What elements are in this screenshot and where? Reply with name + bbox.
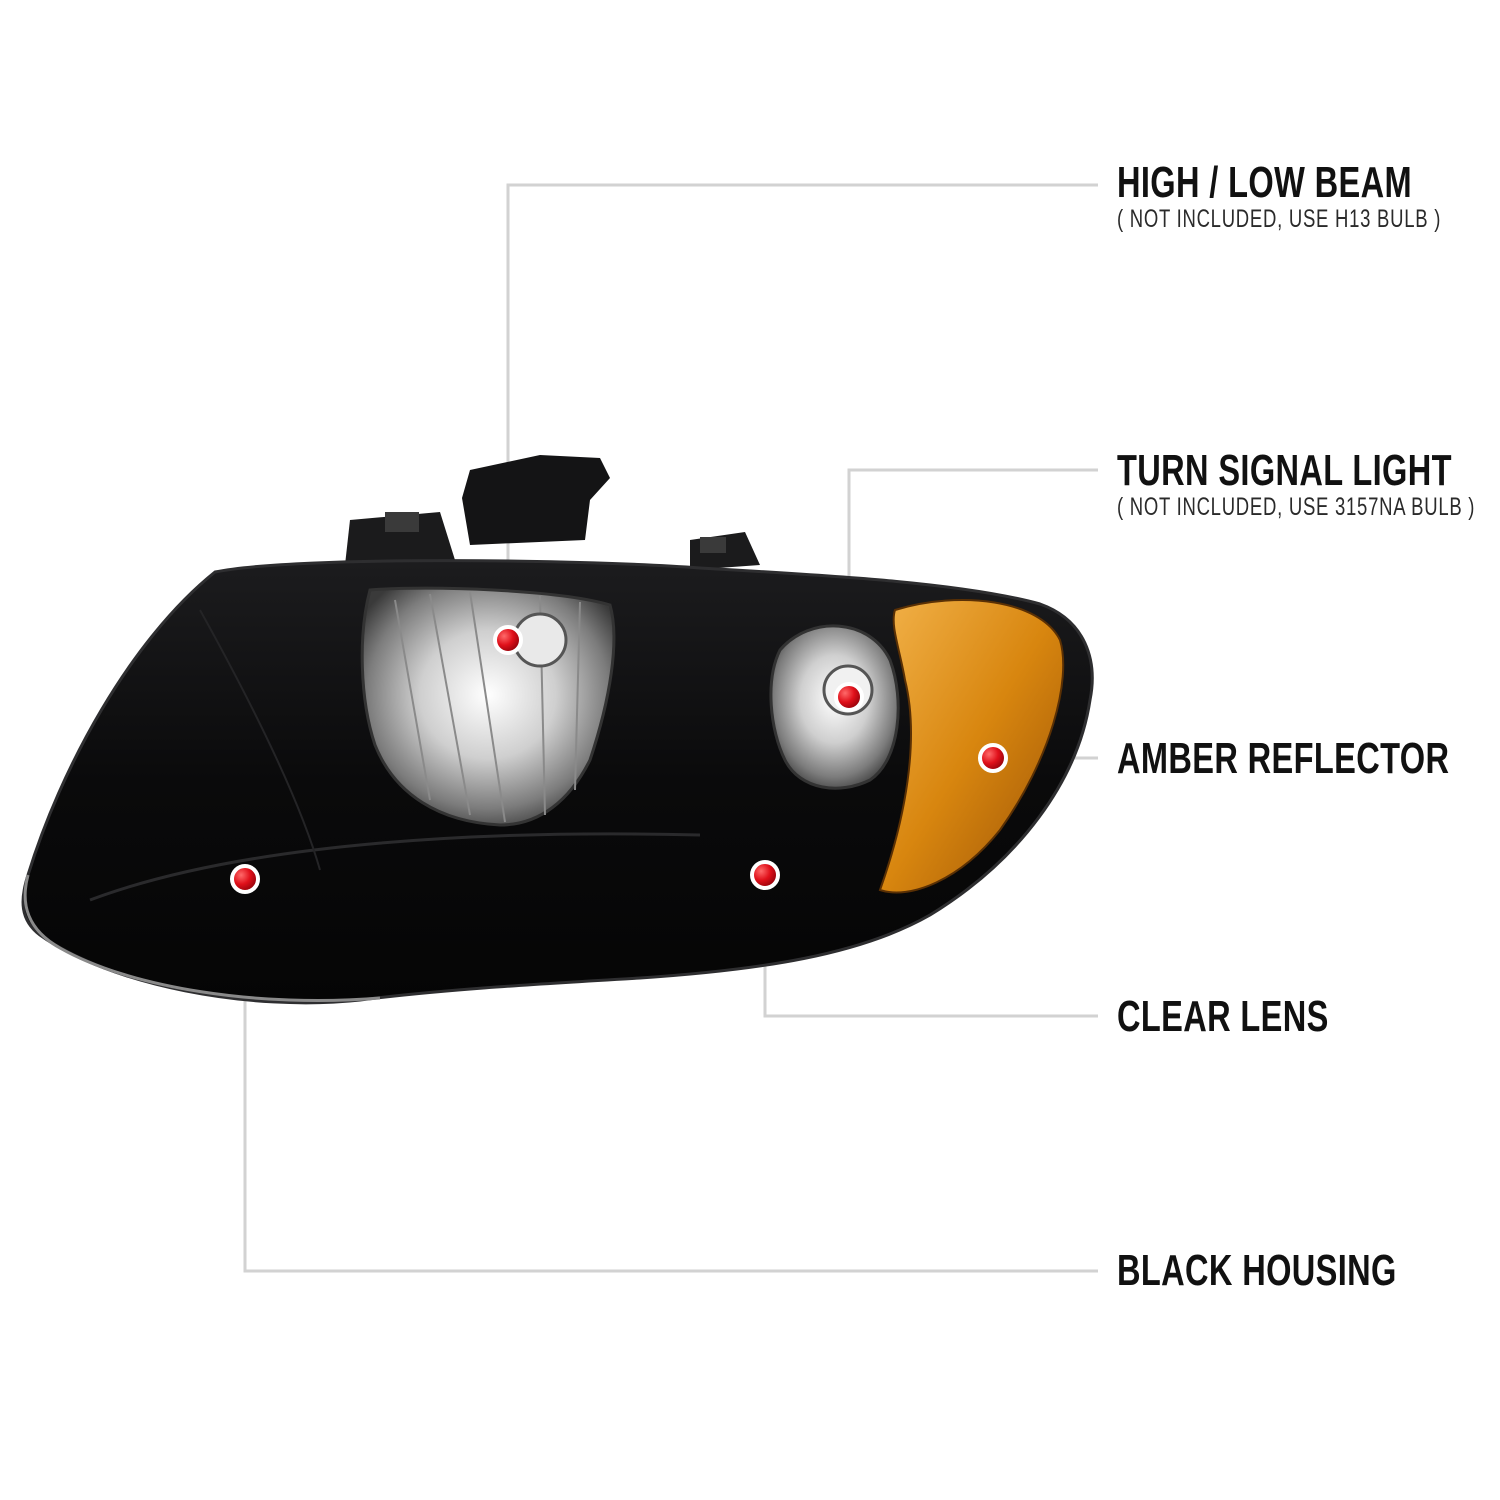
callout-black-housing: BLACK HOUSING <box>1117 1248 1397 1294</box>
housing-contour <box>199 609 321 871</box>
lens-rim <box>23 874 381 1003</box>
rear-connector <box>462 455 610 545</box>
callout-title: HIGH / LOW BEAM <box>1117 158 1412 207</box>
housing-contour <box>89 832 701 902</box>
mounting-tab <box>700 537 726 553</box>
marker-black-housing <box>230 864 260 894</box>
callout-amber-reflector: AMBER REFLECTOR <box>1117 736 1449 782</box>
callout-clear-lens: CLEAR LENS <box>1117 994 1329 1040</box>
callout-title: BLACK HOUSING <box>1117 1246 1397 1295</box>
marker-clear-lens <box>750 860 780 890</box>
marker-turn-signal <box>834 682 864 712</box>
callout-title: CLEAR LENS <box>1117 992 1329 1041</box>
callout-turn-signal-light: TURN SIGNAL LIGHT ( NOT INCLUDED, USE 31… <box>1117 446 1476 521</box>
callout-markers <box>230 625 1008 894</box>
callout-note: ( NOT INCLUDED, USE H13 BULB ) <box>1117 205 1442 233</box>
leader-line-black-housing <box>243 879 1098 1273</box>
marker-high-low-beam <box>493 625 523 655</box>
headlight-assembly <box>21 455 1094 1005</box>
callout-title: AMBER REFLECTOR <box>1117 734 1450 783</box>
mounting-tab <box>385 512 419 532</box>
callout-title: TURN SIGNAL LIGHT <box>1117 446 1452 495</box>
amber-reflector-lens <box>878 599 1065 894</box>
rear-bracket-left <box>345 512 455 565</box>
callout-note: ( NOT INCLUDED, USE 3157NA BULB ) <box>1117 493 1476 521</box>
marker-amber-reflector <box>978 743 1008 773</box>
callout-high-low-beam: HIGH / LOW BEAM ( NOT INCLUDED, USE H13 … <box>1117 158 1442 233</box>
